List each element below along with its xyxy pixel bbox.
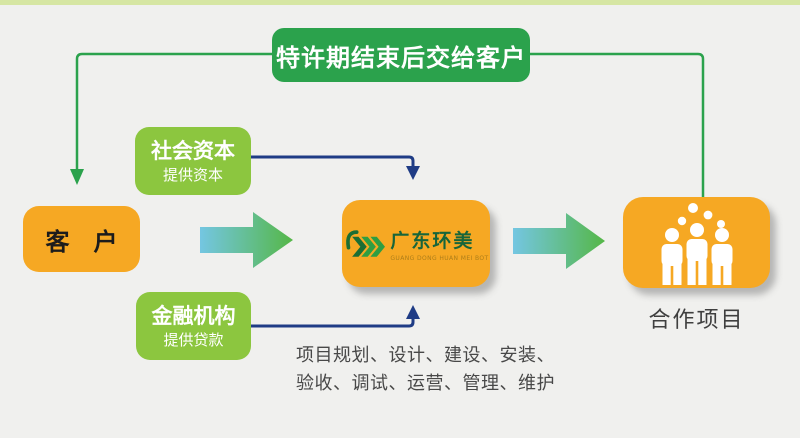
company-name: 广东环美	[390, 229, 475, 252]
team-people-icon	[661, 203, 733, 285]
scope-line-2: 验收、调试、运营、管理、维护	[296, 373, 555, 394]
navy-connector-social	[251, 155, 415, 168]
financial-institution-node: 金融机构 提供贷款	[136, 292, 251, 360]
social-capital-node: 社会资本 提供资本	[135, 127, 251, 195]
financial-institution-subtitle: 提供贷款	[163, 330, 224, 349]
financial-institution-title: 金融机构	[151, 303, 236, 328]
handover-banner-label: 特许期结束后交给客户	[276, 43, 526, 72]
social-capital-subtitle: 提供资本	[162, 165, 223, 184]
green-connector-left	[75, 52, 272, 171]
flow-arrow-customer-to-company-icon	[200, 212, 293, 268]
handover-banner: 特许期结束后交给客户	[272, 28, 530, 82]
company-logo-text: 广东环美 GUANG DONG HUAN MEI BOT	[390, 226, 488, 262]
company-node: 广东环美 GUANG DONG HUAN MEI BOT	[342, 200, 490, 287]
scope-note: 项目规划、设计、建设、安装、 验收、调试、运营、管理、维护	[296, 342, 555, 398]
huanmei-chevrons-icon	[346, 229, 386, 257]
company-subtext: GUANG DONG HUAN MEI BOT	[390, 254, 489, 262]
customer-label: 客 户	[45, 227, 118, 256]
navy-connector-finance	[251, 318, 415, 328]
cooperation-project-node	[623, 197, 770, 288]
green-connector-right	[530, 52, 705, 198]
cooperation-project-label: 合作项目	[648, 308, 745, 333]
green-arrowhead-down-icon	[70, 169, 84, 185]
scope-line-1: 项目规划、设计、建设、安装、	[296, 345, 555, 366]
flow-arrow-company-to-project-icon	[513, 213, 605, 269]
navy-arrowhead-up-icon	[406, 305, 420, 319]
customer-node: 客 户	[23, 206, 140, 272]
navy-arrowhead-down-icon	[406, 166, 420, 180]
top-accent-strip	[0, 0, 800, 5]
social-capital-title: 社会资本	[151, 138, 235, 163]
